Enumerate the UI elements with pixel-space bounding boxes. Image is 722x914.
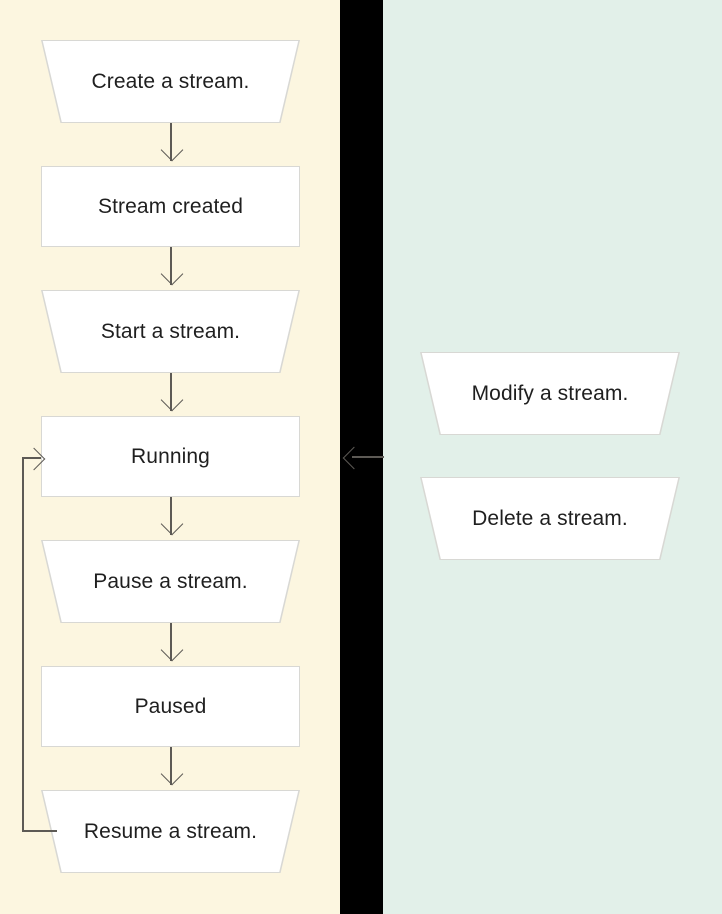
connector-resume-to-running-vertical <box>22 457 24 832</box>
connector-resume-to-running-top <box>22 457 41 459</box>
node-label: Start a stream. <box>100 319 241 343</box>
node-shape-fill <box>42 541 299 622</box>
node-label: Modify a stream. <box>471 381 629 405</box>
node-pause-a-stream[interactable]: Pause a stream. <box>41 540 300 623</box>
connector-resume-to-running-bottom <box>22 830 57 832</box>
node-shape-fill <box>421 478 679 559</box>
node-label: Resume a stream. <box>83 819 258 843</box>
node-label: Pause a stream. <box>93 569 248 593</box>
node-running[interactable]: Running <box>41 416 300 497</box>
connector-created-to-start <box>170 247 172 285</box>
node-shape-fill <box>42 291 299 372</box>
connector-create-to-created <box>170 123 172 161</box>
node-delete-a-stream[interactable]: Delete a stream. <box>420 477 680 560</box>
node-label: Running <box>131 444 210 468</box>
connector-pause-to-paused <box>170 623 172 661</box>
node-shape-fill <box>421 353 679 434</box>
node-modify-a-stream[interactable]: Modify a stream. <box>420 352 680 435</box>
node-label: Create a stream. <box>91 69 250 93</box>
node-create-a-stream[interactable]: Create a stream. <box>41 40 300 123</box>
connector-paused-to-resume <box>170 747 172 785</box>
node-label: Paused <box>134 694 207 718</box>
connector-operations-to-running <box>352 456 384 458</box>
connector-running-to-pause <box>170 497 172 535</box>
node-stream-created[interactable]: Stream created <box>41 166 300 247</box>
stream-operations-panel <box>383 0 722 914</box>
node-label: Stream created <box>98 194 243 218</box>
node-start-a-stream[interactable]: Start a stream. <box>41 290 300 373</box>
node-shape-fill <box>42 41 299 122</box>
node-label: Delete a stream. <box>472 506 628 530</box>
node-resume-a-stream[interactable]: Resume a stream. <box>41 790 300 873</box>
node-shape-fill <box>42 791 299 872</box>
node-paused[interactable]: Paused <box>41 666 300 747</box>
connector-start-to-running <box>170 373 172 411</box>
